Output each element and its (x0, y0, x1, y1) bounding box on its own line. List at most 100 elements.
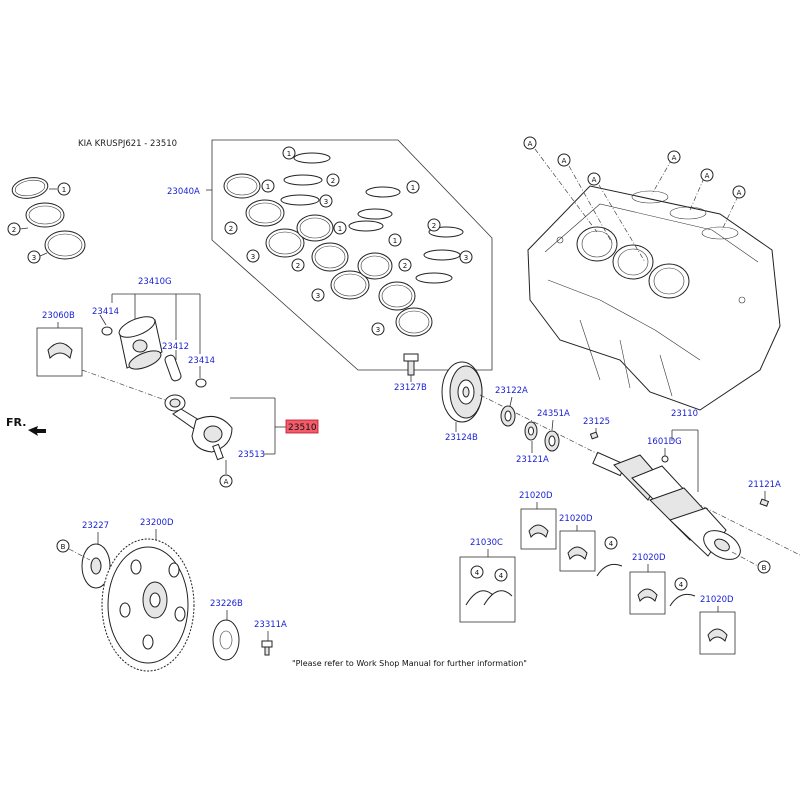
part-link-23513[interactable]: 23513 (238, 450, 265, 460)
part-link-23121a[interactable]: 23121A (516, 455, 549, 465)
footer-note: "Please refer to Work Shop Manual for fu… (292, 659, 527, 668)
main-bearing-box-4: 21020D (699, 595, 736, 655)
svg-text:2: 2 (331, 177, 335, 185)
flywheel-plate (81, 543, 111, 589)
svg-text:3: 3 (464, 254, 468, 262)
part-link-23200d[interactable]: 23200D (140, 518, 174, 528)
part-link-23040a[interactable]: 23040A (167, 187, 200, 197)
svg-text:A: A (224, 478, 229, 486)
woodruff-key (589, 431, 599, 440)
ring-set-rings (223, 152, 464, 337)
piston (101, 316, 207, 388)
piston-leader-lines (99, 293, 201, 378)
callout-ring-1-left: 1 (57, 182, 71, 196)
svg-text:A: A (737, 189, 742, 197)
part-link-23410g[interactable]: 23410G (138, 277, 172, 287)
part-link-21121a[interactable]: 21121A (748, 480, 781, 490)
part-link-23414[interactable]: 23414 (188, 356, 215, 366)
callout-a: A (557, 153, 571, 167)
callout-a: A (523, 136, 537, 150)
svg-text:3: 3 (32, 254, 36, 262)
callout-a: A (700, 168, 714, 182)
front-arrow-icon (28, 426, 46, 436)
part-link-23122a[interactable]: 23122A (495, 386, 528, 396)
svg-text:2: 2 (403, 262, 407, 270)
callout-b-flywheel: B (56, 539, 70, 553)
svg-text:2: 2 (432, 222, 436, 230)
part-link-23226b[interactable]: 23226B (210, 599, 243, 609)
part-link-23227[interactable]: 23227 (82, 521, 109, 531)
ring-set-frame (206, 139, 493, 371)
part-link-23110[interactable]: 23110 (671, 409, 698, 419)
callout-2: 2 (398, 258, 412, 272)
part-link-24351a[interactable]: 24351A (537, 409, 570, 419)
part-link-21030c[interactable]: 21030C (470, 538, 503, 548)
callout-4: 4 (604, 536, 618, 550)
svg-text:A: A (592, 176, 597, 184)
svg-text:B: B (61, 543, 66, 551)
svg-text:3: 3 (324, 198, 328, 206)
crankshaft-pulley (441, 361, 483, 423)
svg-text:A: A (562, 157, 567, 165)
part-link-23414[interactable]: 23414 (92, 307, 119, 317)
callout-3: 3 (319, 194, 333, 208)
callout-a: A (732, 185, 746, 199)
callout-3: 3 (246, 249, 260, 263)
part-link-23412[interactable]: 23412 (162, 342, 189, 352)
callout-1: 1 (282, 146, 296, 160)
svg-text:3: 3 (376, 326, 380, 334)
left-piston-rings (11, 177, 86, 260)
svg-text:3: 3 (251, 253, 255, 261)
main-bearing-box-2: 21020D (559, 514, 596, 572)
callout-a-rod: A (219, 474, 233, 488)
flywheel-reinforcement-plate (212, 619, 240, 661)
part-link-23124b[interactable]: 23124B (445, 433, 478, 443)
svg-text:1: 1 (338, 225, 342, 233)
callout-4: 4 (494, 568, 508, 582)
part-link-23510-selected[interactable]: 23510 (285, 419, 319, 434)
front-label: FR. (6, 416, 26, 429)
callout-3: 3 (371, 322, 385, 336)
diagram-title: KIA KRUSPJ621 - 23510 (78, 139, 177, 149)
svg-text:4: 4 (499, 572, 504, 580)
part-link-21020d[interactable]: 21020D (519, 491, 553, 501)
svg-text:1: 1 (287, 150, 291, 158)
svg-text:B: B (762, 564, 767, 572)
svg-text:1: 1 (393, 237, 397, 245)
callout-a: A (587, 172, 601, 186)
crank-plug (661, 455, 669, 463)
svg-text:A: A (705, 172, 710, 180)
svg-text:1: 1 (266, 183, 270, 191)
svg-text:1: 1 (62, 186, 66, 194)
front-direction-indicator: FR. (6, 416, 46, 436)
svg-text:2: 2 (296, 262, 300, 270)
part-link-21020d[interactable]: 21020D (559, 514, 593, 524)
callout-1: 1 (406, 180, 420, 194)
part-link-23125[interactable]: 23125 (583, 417, 610, 427)
loose-thrust-washers: 4 4 (596, 536, 696, 607)
part-link-23311a[interactable]: 23311A (254, 620, 287, 630)
part-link-1601dg[interactable]: 1601DG (647, 437, 682, 447)
rod-leader-lines (230, 397, 286, 455)
part-link-21020d[interactable]: 21020D (632, 553, 666, 563)
callout-2: 2 (326, 173, 340, 187)
svg-text:1: 1 (411, 184, 415, 192)
timing-sprocket (524, 421, 538, 441)
part-link-23127b[interactable]: 23127B (394, 383, 427, 393)
part-link-23060b[interactable]: 23060B (42, 311, 75, 321)
callout-3: 3 (459, 250, 473, 264)
callout-1: 1 (333, 221, 347, 235)
callout-2: 2 (224, 221, 238, 235)
part-link-21020d[interactable]: 21020D (700, 595, 734, 605)
callout-2: 2 (427, 218, 441, 232)
callout-1: 1 (261, 179, 275, 193)
engine-block (527, 185, 781, 411)
selected-highlight (285, 419, 319, 434)
engine-block-leaders (534, 148, 739, 263)
callout-ring-3-left: 3 (27, 250, 41, 264)
svg-text:3: 3 (316, 292, 320, 300)
flywheel (101, 538, 195, 672)
callout-a: A (667, 150, 681, 164)
svg-text:A: A (672, 154, 677, 162)
part-link-23510[interactable]: 23510 (288, 423, 317, 433)
